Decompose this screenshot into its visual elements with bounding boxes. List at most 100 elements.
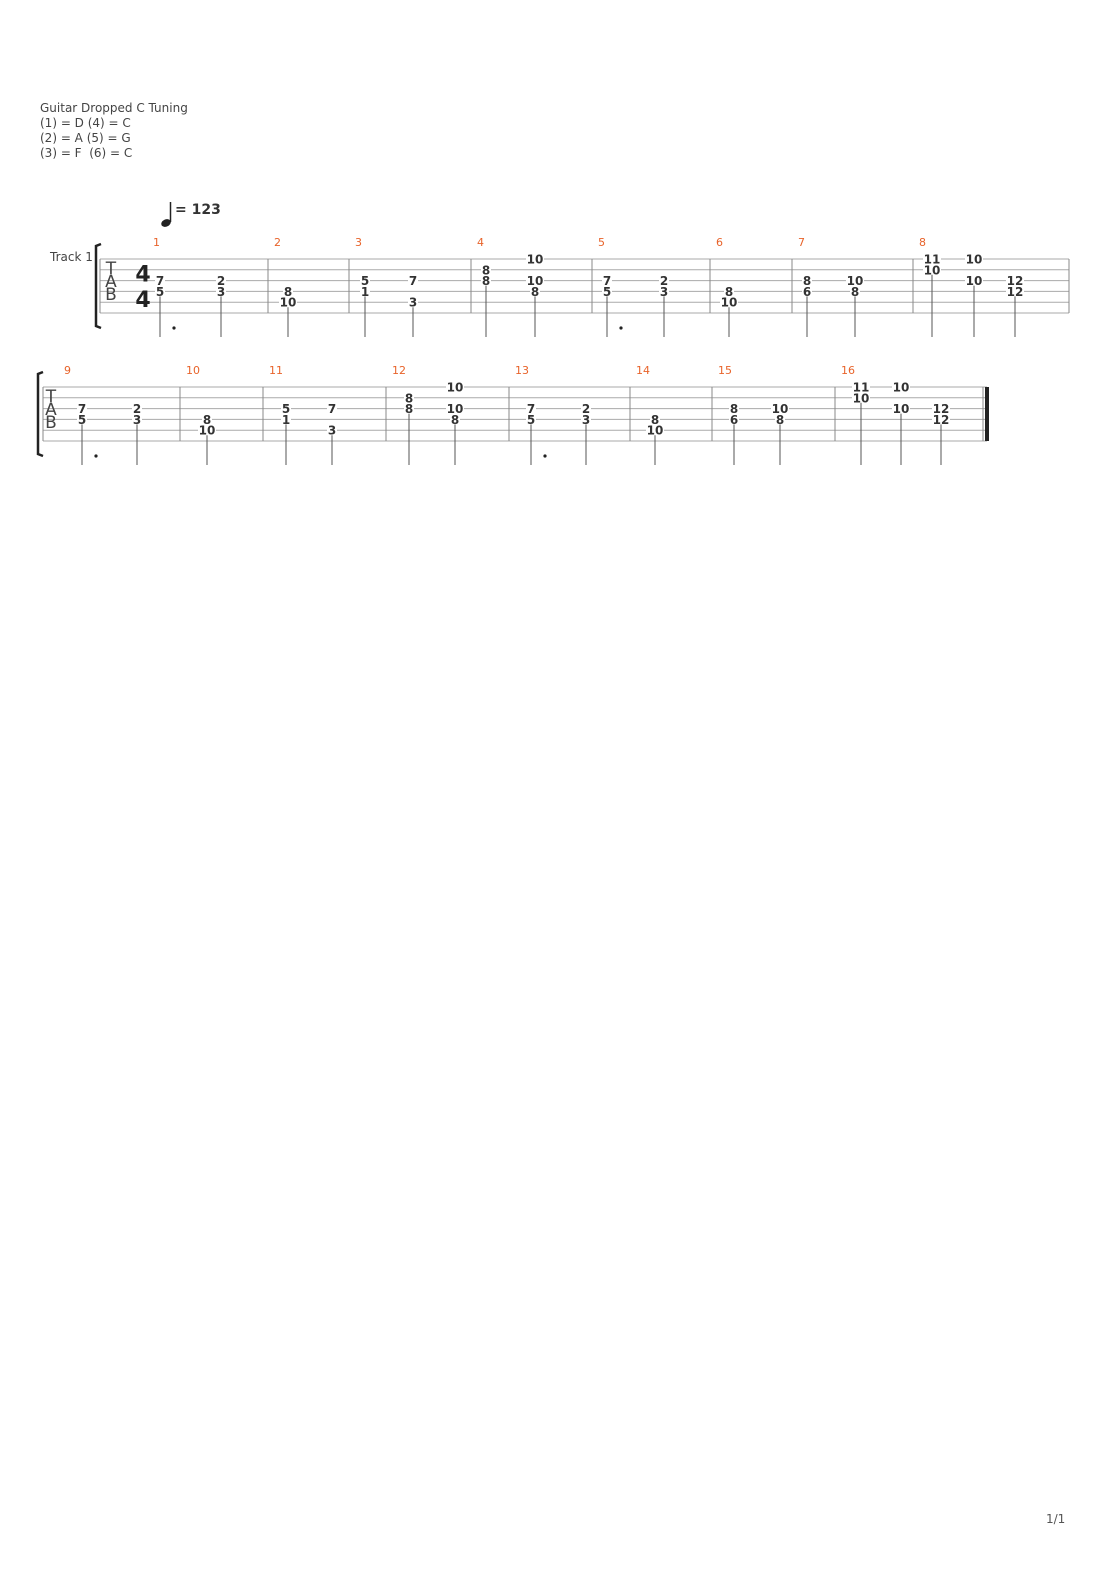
fret-background <box>729 403 739 414</box>
fret-background <box>155 286 165 297</box>
fret-number: 7 <box>156 274 164 288</box>
measure-number: 2 <box>274 236 281 249</box>
fret-number: 6 <box>730 413 738 427</box>
fret-number: 8 <box>651 413 659 427</box>
tuning-info: Guitar Dropped C Tuning (1) = D (4) = C … <box>40 101 188 161</box>
fret-number: 3 <box>328 424 336 438</box>
fret-background <box>729 414 739 425</box>
fret-background <box>775 414 785 425</box>
measure-number: 11 <box>269 364 283 377</box>
tab-clef-letter: T <box>45 387 57 407</box>
fret-number: 10 <box>847 274 864 288</box>
quarter-note-icon <box>161 202 172 227</box>
fret-background <box>404 403 414 414</box>
fret-background <box>132 414 142 425</box>
fret-background <box>155 275 165 286</box>
tempo-marking: = 123 <box>175 202 221 218</box>
fret-number: 8 <box>531 285 539 299</box>
fret-background <box>404 392 414 403</box>
fret-number: 8 <box>405 402 413 416</box>
fret-background <box>650 414 660 425</box>
fret-number: 8 <box>730 402 738 416</box>
fret-number: 8 <box>451 413 459 427</box>
measure-number: 6 <box>716 236 723 249</box>
fret-number: 8 <box>725 285 733 299</box>
fret-number: 3 <box>409 296 417 310</box>
fret-number: 5 <box>603 285 611 299</box>
fret-background <box>360 275 370 286</box>
page-number: 1/1 <box>1046 1512 1066 1526</box>
measure-number: 9 <box>64 364 71 377</box>
fret-background <box>283 286 293 297</box>
fret-background <box>852 392 870 403</box>
fret-background <box>602 286 612 297</box>
fret-background <box>216 275 226 286</box>
fret-background <box>360 286 370 297</box>
fret-background <box>850 286 860 297</box>
fret-number: 5 <box>361 274 369 288</box>
fret-number: 3 <box>217 285 225 299</box>
fret-background <box>932 403 950 414</box>
fret-background <box>279 297 297 308</box>
fret-number: 1 <box>282 413 290 427</box>
measure-number: 10 <box>186 364 200 377</box>
fret-background <box>526 414 536 425</box>
fret-background <box>581 403 591 414</box>
measure-number: 3 <box>355 236 362 249</box>
fret-number: 3 <box>582 413 590 427</box>
fret-number: 5 <box>527 413 535 427</box>
fret-background <box>526 254 544 264</box>
fret-number: 10 <box>721 296 738 310</box>
fret-background <box>581 414 591 425</box>
fret-number: 8 <box>803 274 811 288</box>
fret-background <box>526 403 536 414</box>
measure-number: 1 <box>153 236 160 249</box>
measure-number: 16 <box>841 364 855 377</box>
fret-background <box>802 286 812 297</box>
fret-number: 10 <box>924 263 941 277</box>
fret-number: 5 <box>282 402 290 416</box>
rhythm-dot <box>172 326 176 330</box>
fret-number: 12 <box>933 402 950 416</box>
fret-background <box>771 403 789 414</box>
fret-number: 7 <box>328 402 336 416</box>
measure-number: 4 <box>477 236 484 249</box>
tab-clef-letter: B <box>45 413 57 433</box>
fret-background <box>720 297 738 308</box>
fret-number: 5 <box>156 285 164 299</box>
fret-number: 8 <box>482 263 490 277</box>
fret-number: 11 <box>924 253 941 267</box>
fret-background <box>1006 286 1024 297</box>
tab-clef-letter: A <box>105 272 117 292</box>
fret-background <box>408 275 418 286</box>
fret-number: 2 <box>582 402 590 416</box>
fret-number: 10 <box>647 424 664 438</box>
rhythm-dot <box>94 454 98 458</box>
fret-number: 10 <box>893 381 910 395</box>
measure-number: 14 <box>636 364 650 377</box>
fret-background <box>923 254 941 264</box>
rhythm-dot <box>543 454 547 458</box>
fret-background <box>481 275 491 286</box>
fret-number: 8 <box>482 274 490 288</box>
fret-background <box>198 425 216 436</box>
fret-background <box>446 382 464 392</box>
fret-number: 7 <box>409 274 417 288</box>
fret-number: 8 <box>203 413 211 427</box>
fret-background <box>450 414 460 425</box>
fret-background <box>526 275 544 286</box>
fret-number: 10 <box>527 274 544 288</box>
time-signature-numerator: 4 <box>135 263 150 288</box>
measure-number: 15 <box>718 364 732 377</box>
fret-number: 10 <box>772 402 789 416</box>
fret-background <box>646 425 664 436</box>
fret-number: 8 <box>776 413 784 427</box>
tab-clef-letter: B <box>105 285 117 305</box>
fret-number: 8 <box>851 285 859 299</box>
tuning-line: (1) = D (4) = C <box>40 116 131 130</box>
fret-number: 10 <box>966 274 983 288</box>
measure-number: 12 <box>392 364 406 377</box>
fret-number: 10 <box>893 402 910 416</box>
fret-number: 2 <box>217 274 225 288</box>
